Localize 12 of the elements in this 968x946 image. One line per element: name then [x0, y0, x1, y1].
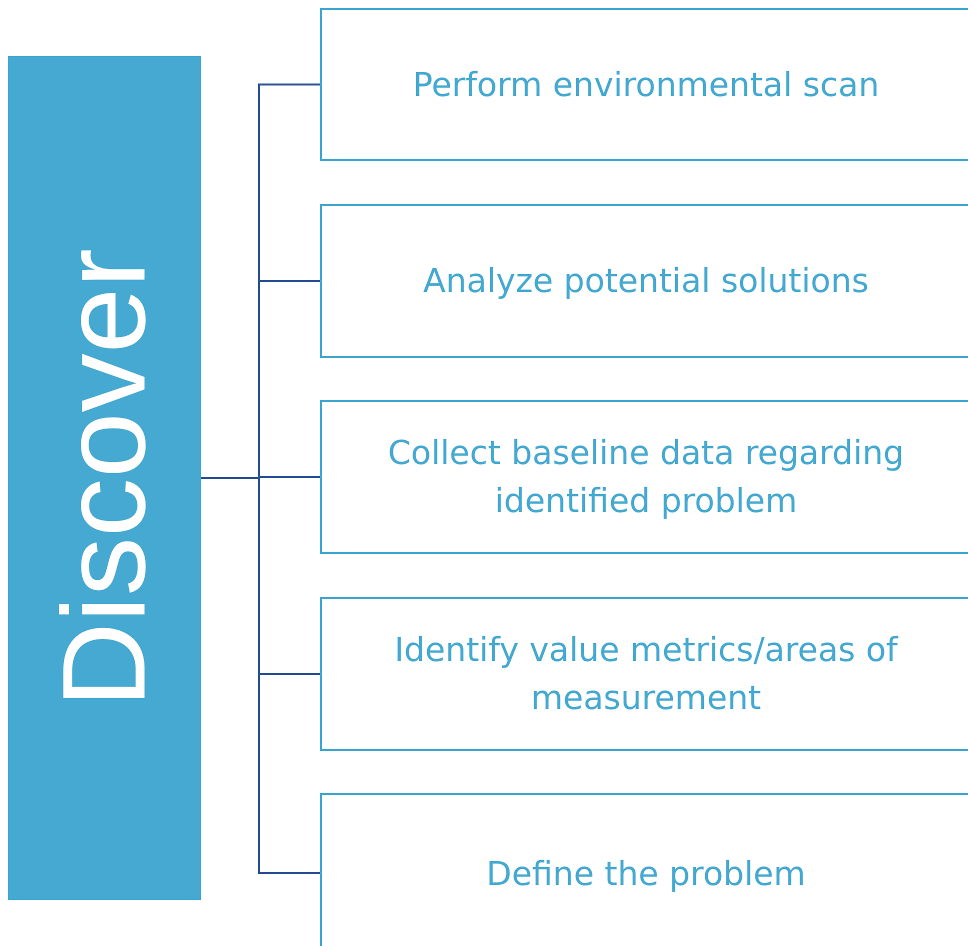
phase-title: Discover: [46, 248, 164, 708]
step-text: Analyze potential solutions: [423, 260, 869, 302]
step-text: Collect baseline data regarding identified problem: [386, 432, 906, 522]
step-text: Identify value metrics/areas of measurement: [393, 629, 900, 719]
step-box: [320, 204, 968, 358]
step-text: Perform environmental scan: [412, 64, 880, 106]
step-box: [320, 8, 968, 161]
phase-bar: [8, 56, 201, 900]
step-text: Define the problem: [486, 853, 806, 896]
step-box: [320, 793, 968, 946]
step-box: [320, 400, 968, 554]
step-box: [320, 597, 968, 751]
